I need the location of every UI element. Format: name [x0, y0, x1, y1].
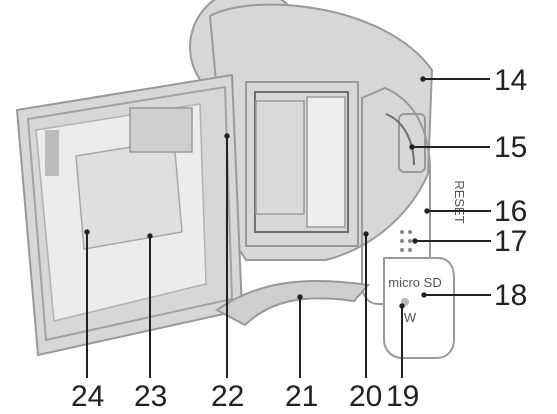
- dot-16: [424, 208, 430, 214]
- camera-body-outline: [208, 3, 434, 261]
- dot-14: [420, 76, 426, 82]
- cover-edge: [385, 113, 415, 166]
- dot-23: [147, 233, 153, 239]
- callout-labels: 14 15 16 17 18 19 20 21 22 23 24: [71, 64, 527, 413]
- dot-17: [412, 238, 418, 244]
- dot-21: [297, 294, 303, 300]
- battery-side-panel: [306, 96, 346, 228]
- connector-cover: [398, 113, 426, 173]
- dot-22: [224, 133, 230, 139]
- door-inner-panel: [75, 139, 183, 250]
- strap: [215, 279, 370, 327]
- battery-compartment-inner: [254, 91, 349, 233]
- label-24: 24: [71, 380, 104, 413]
- label-18: 18: [494, 279, 527, 312]
- battery-slot: [255, 100, 305, 215]
- dot-18: [421, 292, 427, 298]
- dot-20: [363, 231, 369, 237]
- label-23: 23: [134, 380, 167, 413]
- label-15: 15: [494, 131, 527, 164]
- micro-sd-text: micro SD: [388, 275, 441, 290]
- dot-19: [399, 303, 405, 309]
- dot-24: [84, 229, 90, 235]
- label-16: 16: [494, 195, 527, 228]
- back-door-inner-frame: [26, 85, 234, 342]
- label-22: 22: [211, 380, 244, 413]
- label-19: 19: [386, 380, 419, 413]
- camera-body: micro SD W RESET: [15, 0, 467, 359]
- callout-lines: [84, 76, 491, 378]
- label-14: 14: [494, 64, 527, 97]
- door-hinge-block: [45, 130, 59, 176]
- battery-compartment: [245, 81, 359, 247]
- cover-symbol-text: W: [404, 310, 417, 325]
- label-21: 21: [285, 380, 318, 413]
- door-top-plate: [129, 107, 193, 153]
- label-17: 17: [494, 225, 527, 258]
- label-20: 20: [349, 380, 382, 413]
- dot-15: [409, 144, 415, 150]
- slot-label: RESET: [452, 180, 467, 223]
- memory-card-cover: [383, 257, 455, 359]
